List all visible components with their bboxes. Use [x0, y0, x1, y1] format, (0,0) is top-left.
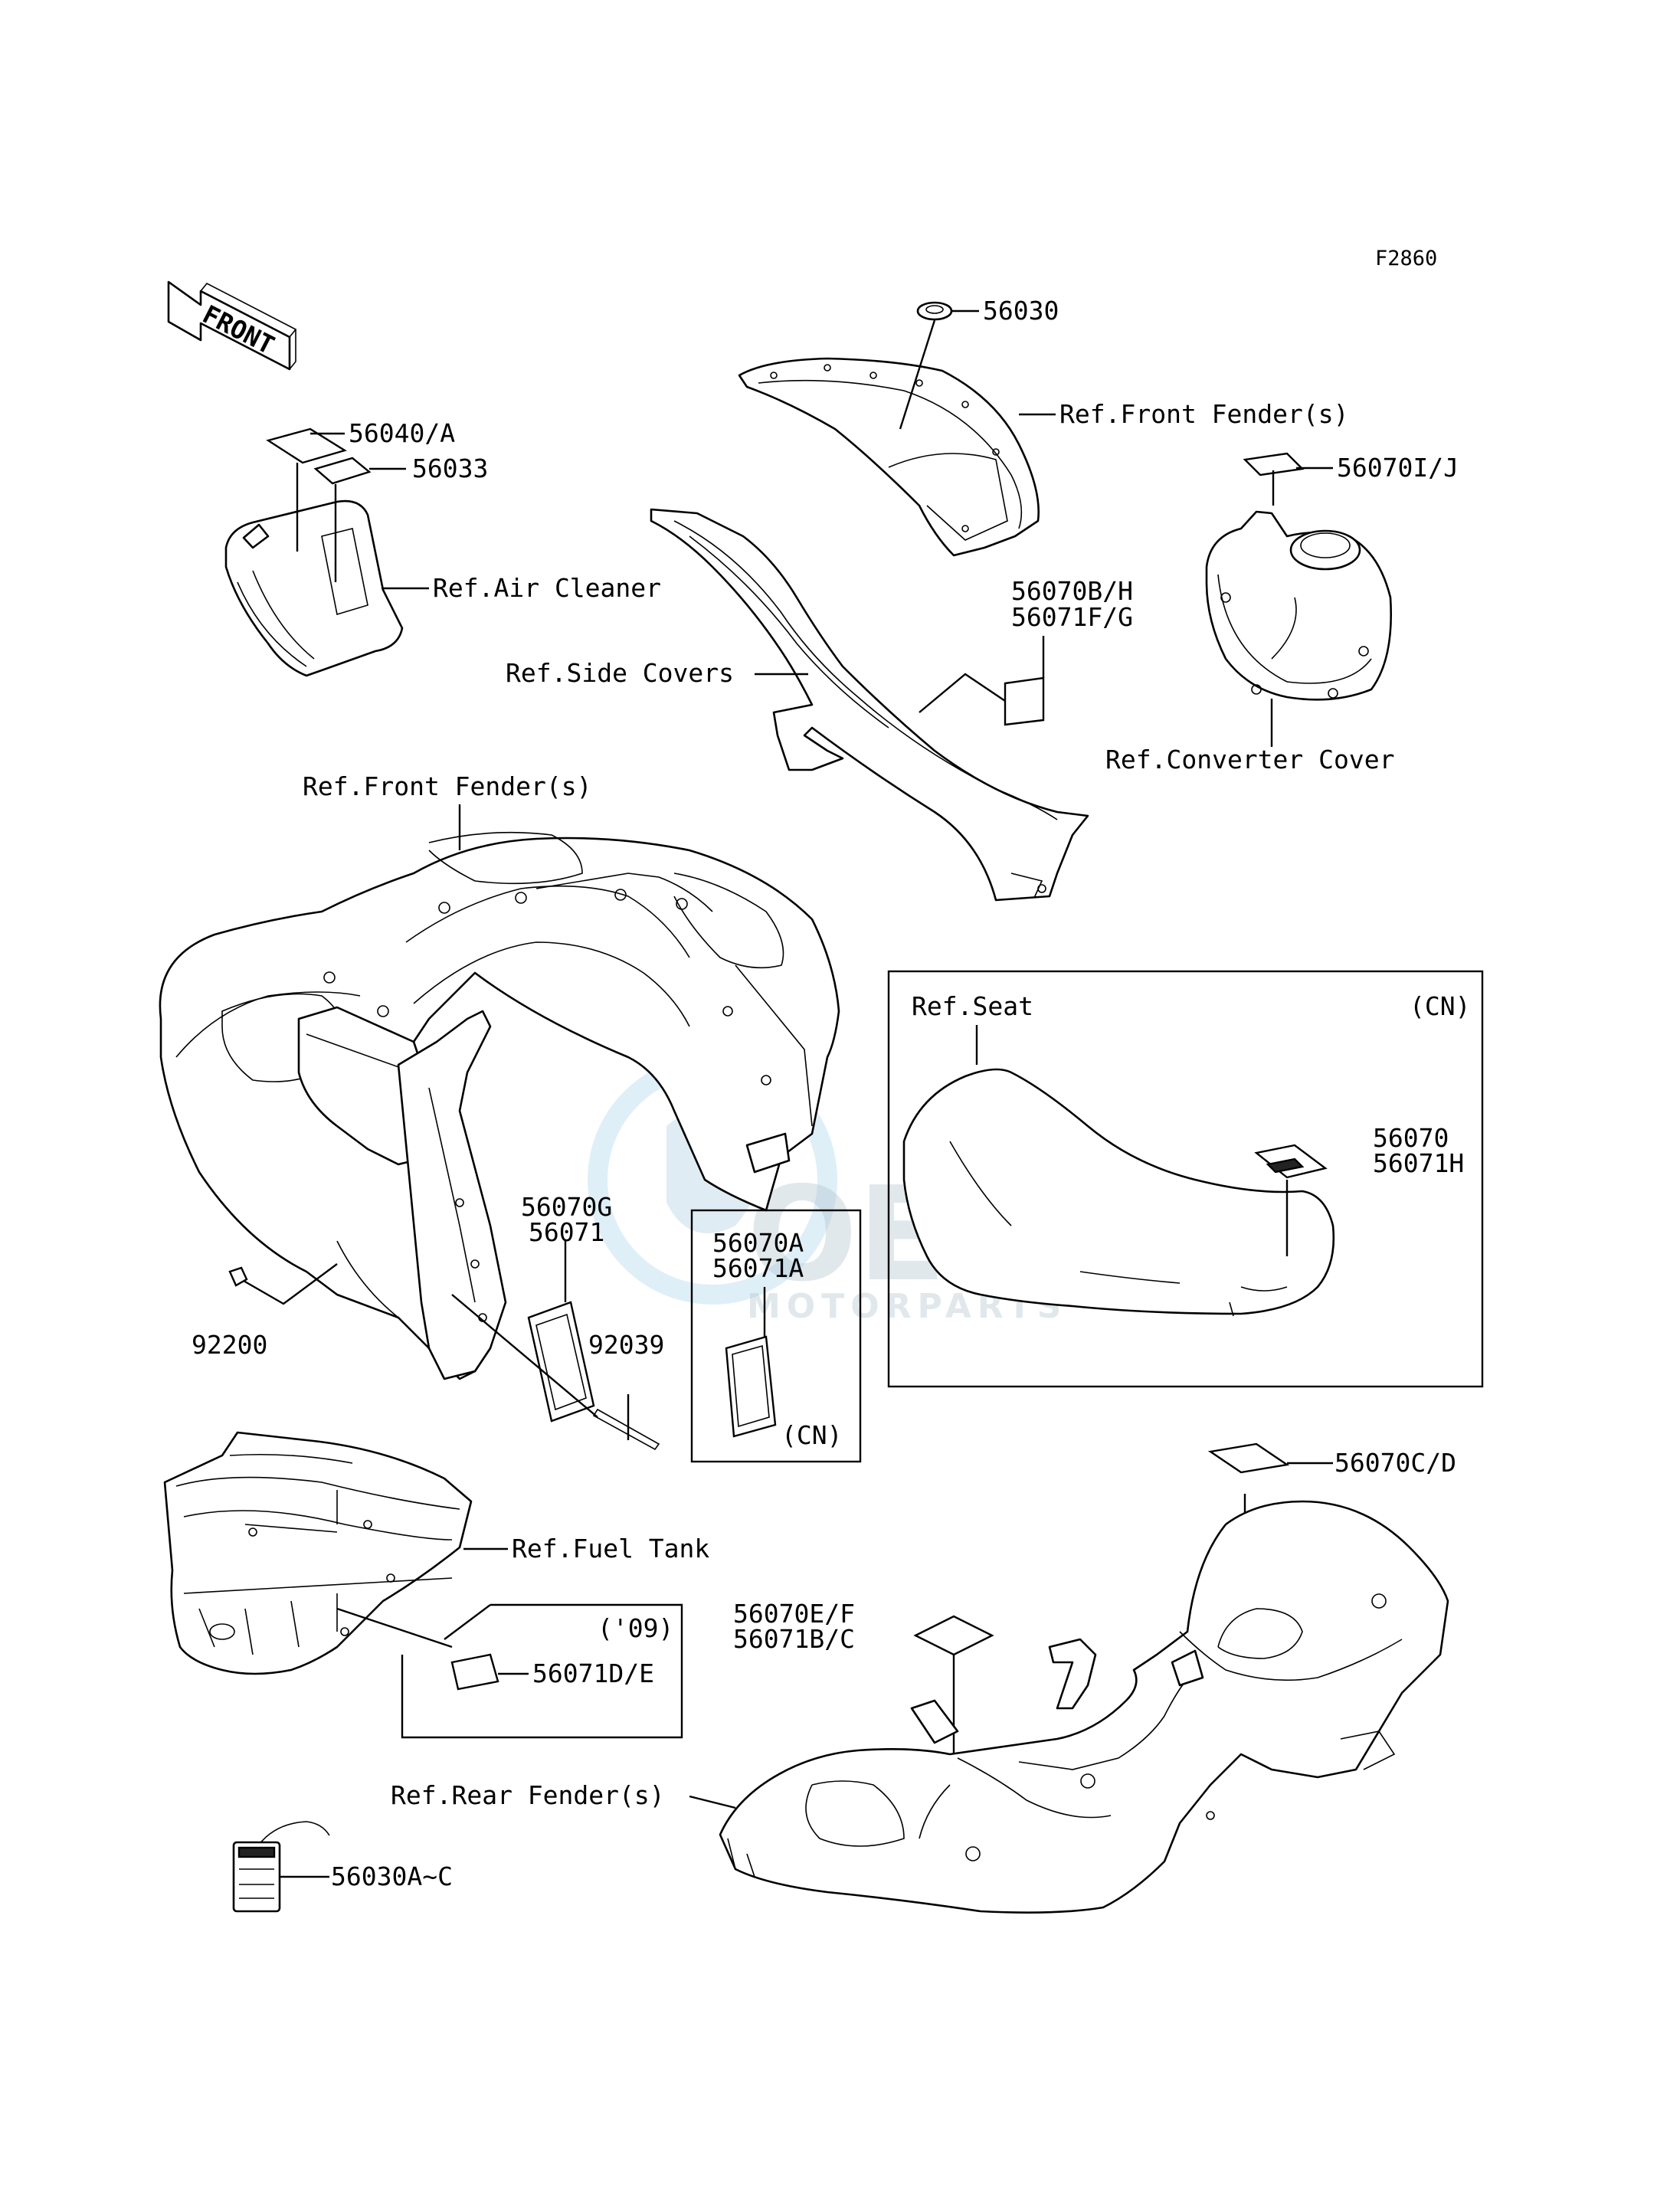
label-ref-fuel-tank: Ref.Fuel Tank [512, 1534, 709, 1563]
seat-part [902, 1025, 1335, 1317]
label-56033: 56033 [412, 453, 488, 483]
front-fender-main-part [159, 804, 840, 1380]
label-56070cd: 56070C/D [1335, 1448, 1456, 1478]
label-56071: 56071 [529, 1217, 604, 1247]
rear-fender-part [689, 1442, 1449, 1914]
decal-56070ef [913, 1615, 994, 1656]
label-56040: 56040/A [349, 418, 455, 448]
label-56071de: 56071D/E [532, 1658, 654, 1688]
year-09: ('09) [598, 1613, 673, 1643]
label-ref-side-covers: Ref.Side Covers [506, 658, 734, 688]
clip-92200 [228, 1263, 338, 1305]
label-ref-seat: Ref.Seat [912, 991, 1033, 1021]
cn-box-tag: (CN) [781, 1420, 842, 1450]
label-56071fg: 56071F/G [1011, 602, 1133, 632]
label-ref-converter-cover: Ref.Converter Cover [1105, 745, 1395, 774]
decal-56070a [725, 1287, 777, 1438]
label-56030: 56030 [983, 296, 1059, 326]
decal-56033 [313, 457, 372, 485]
label-56070g: 56070G [521, 1192, 612, 1222]
label-56070ij: 56070I/J [1337, 453, 1459, 483]
tag-56030ac [232, 1821, 330, 1913]
label-56070a: 56070A [712, 1228, 804, 1258]
side-covers-part [650, 508, 1089, 902]
label-56071bc: 56071B/C [733, 1624, 855, 1654]
decal-56070g [451, 1241, 660, 1451]
cn-box [690, 1209, 862, 1463]
label-ref-front-fender-main: Ref.Front Fender(s) [303, 771, 592, 801]
label-seat-56070: 56070 [1373, 1123, 1449, 1153]
front-arrow-label: FRONT [198, 299, 279, 360]
converter-cover-part [1205, 452, 1392, 747]
label-92200: 92200 [192, 1330, 267, 1360]
front-fender-top-part [738, 319, 1056, 557]
label-ref-front-fender-top: Ref.Front Fender(s) [1059, 399, 1349, 429]
label-92039: 92039 [588, 1330, 664, 1360]
label-56071a: 56071A [712, 1253, 804, 1283]
decal-56040 [266, 427, 347, 464]
seat-box-cn: (CN) [1410, 991, 1470, 1021]
label-seat-56071h: 56071H [1373, 1148, 1464, 1178]
diagram-code: F2860 [1375, 247, 1437, 270]
label-56070ef: 56070E/F [733, 1599, 855, 1629]
label-ref-air-cleaner: Ref.Air Cleaner [433, 573, 661, 603]
air-cleaner-part [224, 427, 429, 677]
decal-56070bh [919, 636, 1045, 726]
front-arrow-icon: FRONT [167, 280, 297, 371]
decal-56070cd [1207, 1442, 1290, 1474]
label-56030ac: 56030A~C [331, 1861, 453, 1891]
fuel-tank-part [163, 1431, 508, 1675]
label-56070bh: 56070B/H [1011, 576, 1133, 606]
grommet-56030 [916, 301, 979, 321]
year-box [401, 1603, 683, 1739]
label-ref-rear-fender: Ref.Rear Fender(s) [391, 1780, 665, 1810]
seat-box [887, 970, 1484, 1388]
